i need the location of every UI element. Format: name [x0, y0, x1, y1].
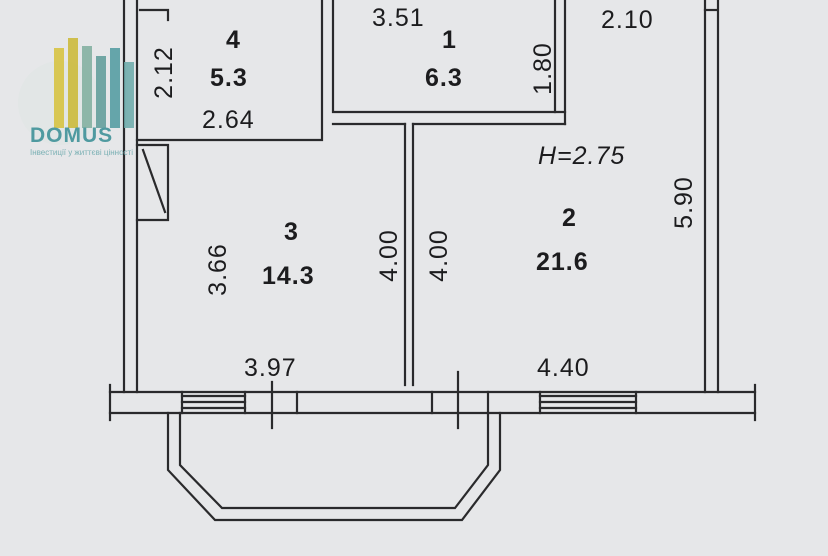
window-right [538, 394, 638, 410]
right-outer-wall [703, 0, 720, 394]
logo-tagline: Інвестиції у життєві цінності [30, 148, 133, 157]
room1-number: 1 [442, 26, 457, 54]
room2-area: 21.6 [536, 248, 589, 276]
axis-ticks [270, 370, 460, 430]
dim-room4-width: 2.64 [202, 106, 255, 134]
room3-number: 3 [284, 218, 299, 246]
dim-room3-height: 3.66 [203, 243, 232, 296]
room4-door-notch [138, 8, 170, 22]
room4-number: 4 [226, 26, 241, 54]
room2-number: 2 [562, 204, 577, 232]
partition-wall [403, 122, 415, 387]
room3-area: 14.3 [262, 262, 315, 290]
dim-top-right: 2.10 [601, 6, 654, 34]
corridor-diagonal [141, 148, 167, 214]
dim-room4-height: 2.12 [149, 46, 178, 99]
balcony [166, 411, 502, 522]
room4-wall [135, 0, 335, 142]
dim-bottom-right: 4.40 [537, 354, 590, 382]
dim-room3-right: 4.00 [374, 229, 403, 282]
room1-area: 6.3 [425, 64, 463, 92]
window-frames [180, 390, 638, 415]
dim-room1-width: 3.51 [372, 4, 425, 32]
bottom-wall-ticks [108, 383, 757, 422]
corridor-wall [135, 143, 170, 222]
dim-bottom-left: 3.97 [244, 354, 297, 382]
ceiling-height: H=2.75 [538, 142, 626, 170]
room4-area: 5.3 [210, 64, 248, 92]
logo-wordmark: DOMUS [30, 124, 114, 147]
dim-room1-depth: 1.80 [528, 42, 557, 95]
window-left [180, 394, 247, 410]
domus-logo [18, 38, 134, 145]
dim-room2-height: 5.90 [669, 176, 698, 229]
dim-room2-left: 4.00 [424, 229, 453, 282]
room1-bottom-wall [331, 110, 567, 126]
room1-right-wall [553, 0, 567, 126]
